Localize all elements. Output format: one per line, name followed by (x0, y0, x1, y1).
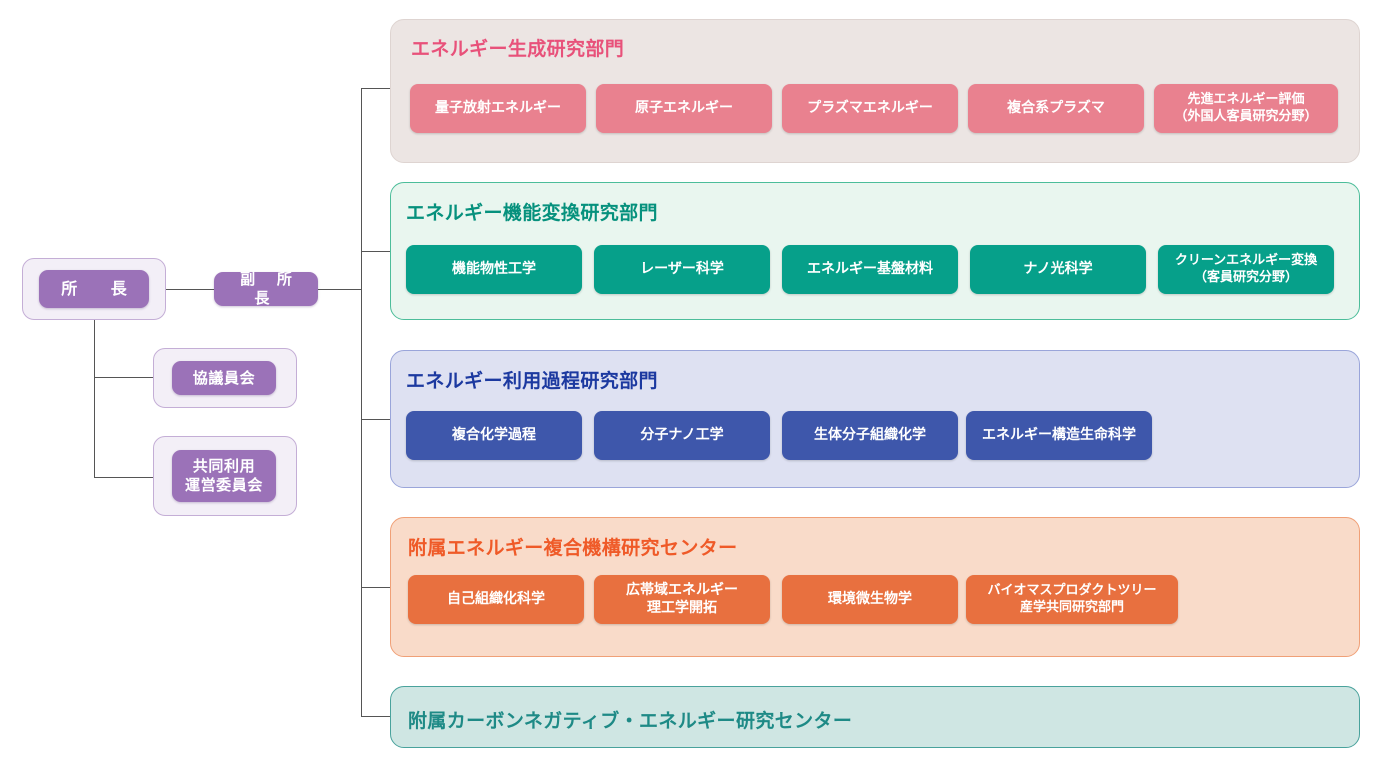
chip-energy-generation-2[interactable]: プラズマエネルギー (782, 84, 958, 133)
chip-energy-generation-0[interactable]: 量子放射エネルギー (410, 84, 586, 133)
branch-line-1 (361, 88, 391, 89)
chip-advanced-energy-2[interactable]: 環境微生物学 (782, 575, 958, 624)
chip-energy-utilization-3[interactable]: エネルギー構造生命科学 (966, 411, 1152, 460)
chip-energy-conversion-1[interactable]: レーザー科学 (594, 245, 770, 294)
chip-advanced-energy-0[interactable]: 自己組織化科学 (408, 575, 584, 624)
connector-director-vice (166, 289, 214, 290)
chip-energy-generation-3[interactable]: 複合系プラズマ (968, 84, 1144, 133)
chip-energy-conversion-2[interactable]: エネルギー基盤材料 (782, 245, 958, 294)
chip-energy-conversion-4[interactable]: クリーンエネルギー変換 （客員研究分野） (1158, 245, 1334, 294)
chip-energy-generation-4[interactable]: 先進エネルギー評価 （外国人客員研究分野） (1154, 84, 1338, 133)
section-title-advanced-energy-structures: 附属エネルギー複合機構研究センター (408, 537, 738, 559)
connector-director-down (94, 320, 95, 478)
section-title-energy-generation: エネルギー生成研究部門 (411, 38, 625, 60)
joint-use-committee-chip[interactable]: 共同利用 運営委員会 (172, 450, 276, 502)
section-title-energy-utilization: エネルギー利用過程研究部門 (406, 370, 658, 392)
connector-to-joint-use (94, 477, 153, 478)
branch-line-3 (361, 419, 391, 420)
branch-line-2 (361, 251, 391, 252)
chip-advanced-energy-1[interactable]: 広帯域エネルギー 理工学開拓 (594, 575, 770, 624)
main-vertical-spine (361, 88, 362, 717)
branch-line-4 (361, 587, 391, 588)
chip-energy-conversion-3[interactable]: ナノ光科学 (970, 245, 1146, 294)
chip-energy-conversion-0[interactable]: 機能物性工学 (406, 245, 582, 294)
connector-to-council (94, 377, 153, 378)
connector-vice-spine (318, 289, 361, 290)
section-title-energy-conversion: エネルギー機能変換研究部門 (406, 202, 658, 224)
section-panel-carbon-negative (390, 686, 1360, 748)
council-chip[interactable]: 協議員会 (172, 361, 276, 395)
vice-director-chip[interactable]: 副 所 長 (214, 270, 318, 307)
section-title-carbon-negative: 附属カーボンネガティブ・エネルギー研究センター (408, 710, 853, 732)
chip-energy-generation-1[interactable]: 原子エネルギー (596, 84, 772, 133)
chip-energy-utilization-0[interactable]: 複合化学過程 (406, 411, 582, 460)
chip-energy-utilization-2[interactable]: 生体分子組織化学 (782, 411, 958, 460)
chip-energy-utilization-1[interactable]: 分子ナノ工学 (594, 411, 770, 460)
branch-line-5 (361, 716, 391, 717)
chip-advanced-energy-3[interactable]: バイオマスプロダクトツリー 産学共同研究部門 (966, 575, 1178, 624)
director-chip[interactable]: 所 長 (39, 270, 149, 308)
